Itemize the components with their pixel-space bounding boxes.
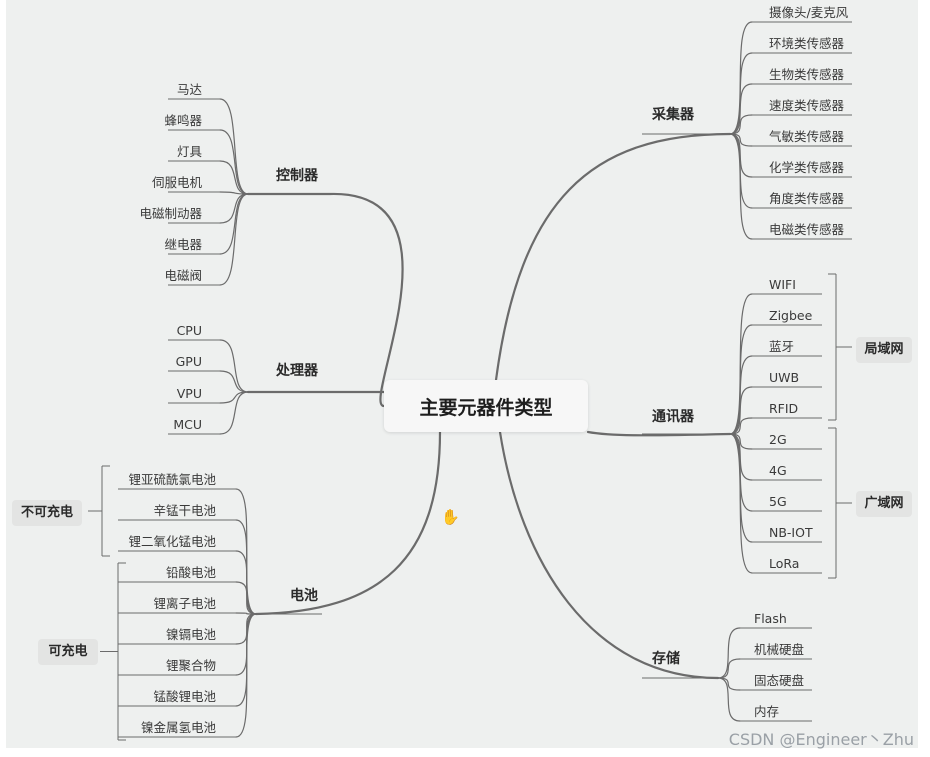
trunk-collector bbox=[494, 132, 732, 382]
storage-connector bbox=[717, 677, 741, 691]
comm-item[interactable]: 2G bbox=[769, 432, 787, 447]
mind-map-board bbox=[6, 0, 918, 748]
processor-item[interactable]: CPU bbox=[176, 323, 202, 338]
comm-connector bbox=[729, 433, 753, 481]
comm-connector bbox=[729, 417, 753, 435]
storage-connector bbox=[717, 658, 741, 679]
battery-connector bbox=[235, 613, 257, 738]
battery-connector bbox=[235, 612, 257, 615]
collector-item[interactable]: 摄像头/麦克风 bbox=[769, 5, 849, 20]
battery-item[interactable]: 镍金属氢电池 bbox=[140, 720, 216, 735]
collector-item[interactable]: 气敏类传感器 bbox=[769, 129, 845, 144]
collector-connector bbox=[729, 114, 753, 135]
comm-item[interactable]: WIFI bbox=[769, 277, 796, 292]
storage-connector bbox=[717, 677, 741, 722]
hand-cursor-icon: ✋ bbox=[441, 508, 460, 526]
collector-item[interactable]: 化学类传感器 bbox=[769, 160, 845, 175]
controller-connector bbox=[219, 193, 249, 286]
comm-item[interactable]: 5G bbox=[769, 494, 787, 509]
battery-item[interactable]: 锰酸锂电池 bbox=[153, 689, 216, 704]
collector-item[interactable]: 速度类传感器 bbox=[769, 98, 845, 113]
comm-item[interactable]: RFID bbox=[769, 401, 799, 416]
battery-item[interactable]: 锂二氧化锰电池 bbox=[128, 534, 216, 549]
controller-connector bbox=[219, 129, 249, 195]
controller-item[interactable]: 继电器 bbox=[164, 237, 202, 252]
comm-connector bbox=[729, 355, 753, 435]
controller-connector bbox=[219, 160, 249, 195]
battery-connector bbox=[235, 581, 257, 615]
battery-item[interactable]: 锂离子电池 bbox=[153, 596, 216, 611]
processor-connector bbox=[219, 370, 249, 393]
battery-connector bbox=[235, 613, 257, 676]
collector-item[interactable]: 角度类传感器 bbox=[769, 191, 845, 206]
branch-battery[interactable]: 电池 bbox=[290, 588, 318, 604]
collector-item[interactable]: 生物类传感器 bbox=[769, 67, 845, 82]
comm-item[interactable]: NB-IOT bbox=[769, 525, 813, 540]
processor-item[interactable]: VPU bbox=[176, 386, 202, 401]
central-topic[interactable]: 主要元器件类型 bbox=[384, 380, 588, 432]
trunk-storage bbox=[498, 430, 720, 680]
branch-processor[interactable]: 处理器 bbox=[276, 363, 318, 379]
comm-item[interactable]: 4G bbox=[769, 463, 787, 478]
controller-item[interactable]: 伺服电机 bbox=[151, 175, 202, 190]
processor-item[interactable]: MCU bbox=[173, 417, 202, 432]
comm-connector bbox=[729, 433, 753, 574]
storage-item[interactable]: 机械硬盘 bbox=[754, 642, 805, 657]
branch-controller[interactable]: 控制器 bbox=[276, 168, 318, 184]
controller-item[interactable]: 电磁阀 bbox=[164, 268, 202, 283]
collector-connector bbox=[729, 83, 753, 135]
group-rechargeable[interactable]: 可充电 bbox=[38, 639, 98, 665]
comm-item[interactable]: 蓝牙 bbox=[769, 339, 795, 354]
comm-connector bbox=[729, 386, 753, 435]
watermark: CSDN @Engineer丶Zhu bbox=[728, 730, 914, 749]
trunk-communication bbox=[586, 430, 732, 437]
storage-connector bbox=[717, 627, 741, 679]
processor-connector bbox=[219, 391, 249, 435]
trunk-controller bbox=[246, 192, 404, 408]
controller-connector bbox=[219, 98, 249, 195]
comm-item[interactable]: LoRa bbox=[769, 556, 800, 571]
controller-item[interactable]: 蜂鸣器 bbox=[164, 113, 202, 128]
storage-item[interactable]: Flash bbox=[754, 611, 787, 626]
controller-item[interactable]: 马达 bbox=[176, 82, 202, 97]
battery-item[interactable]: 锂亚硫酰氯电池 bbox=[128, 472, 216, 487]
battery-connector bbox=[235, 550, 257, 615]
processor-connector bbox=[219, 391, 249, 404]
collector-item[interactable]: 环境类传感器 bbox=[769, 36, 845, 51]
controller-item[interactable]: 电磁制动器 bbox=[139, 206, 202, 221]
battery-connector bbox=[235, 613, 257, 645]
battery-item[interactable]: 镍镉电池 bbox=[165, 627, 216, 642]
battery-item[interactable]: 辛锰干电池 bbox=[153, 503, 216, 518]
group-non-rechargeable[interactable]: 不可充电 bbox=[12, 500, 82, 526]
branch-communication[interactable]: 通讯器 bbox=[652, 409, 694, 425]
branch-storage[interactable]: 存储 bbox=[652, 651, 680, 667]
processor-connector bbox=[219, 339, 249, 393]
battery-item[interactable]: 锂聚合物 bbox=[165, 658, 216, 673]
group-lan[interactable]: 局域网 bbox=[856, 337, 912, 363]
branch-collector[interactable]: 采集器 bbox=[652, 107, 694, 123]
battery-item[interactable]: 铅酸电池 bbox=[165, 565, 216, 580]
group-wan[interactable]: 广域网 bbox=[856, 491, 912, 517]
controller-connector bbox=[219, 193, 249, 224]
collector-connector bbox=[729, 133, 753, 240]
collector-connector bbox=[729, 52, 753, 135]
storage-item[interactable]: 内存 bbox=[754, 704, 780, 719]
collector-connector bbox=[729, 133, 753, 178]
storage-item[interactable]: 固态硬盘 bbox=[754, 673, 805, 688]
processor-item[interactable]: GPU bbox=[175, 354, 202, 369]
controller-item[interactable]: 灯具 bbox=[176, 144, 202, 159]
trunk-battery bbox=[254, 430, 442, 616]
collector-item[interactable]: 电磁类传感器 bbox=[769, 222, 845, 237]
comm-item[interactable]: UWB bbox=[769, 370, 800, 385]
comm-item[interactable]: Zigbee bbox=[769, 308, 813, 323]
